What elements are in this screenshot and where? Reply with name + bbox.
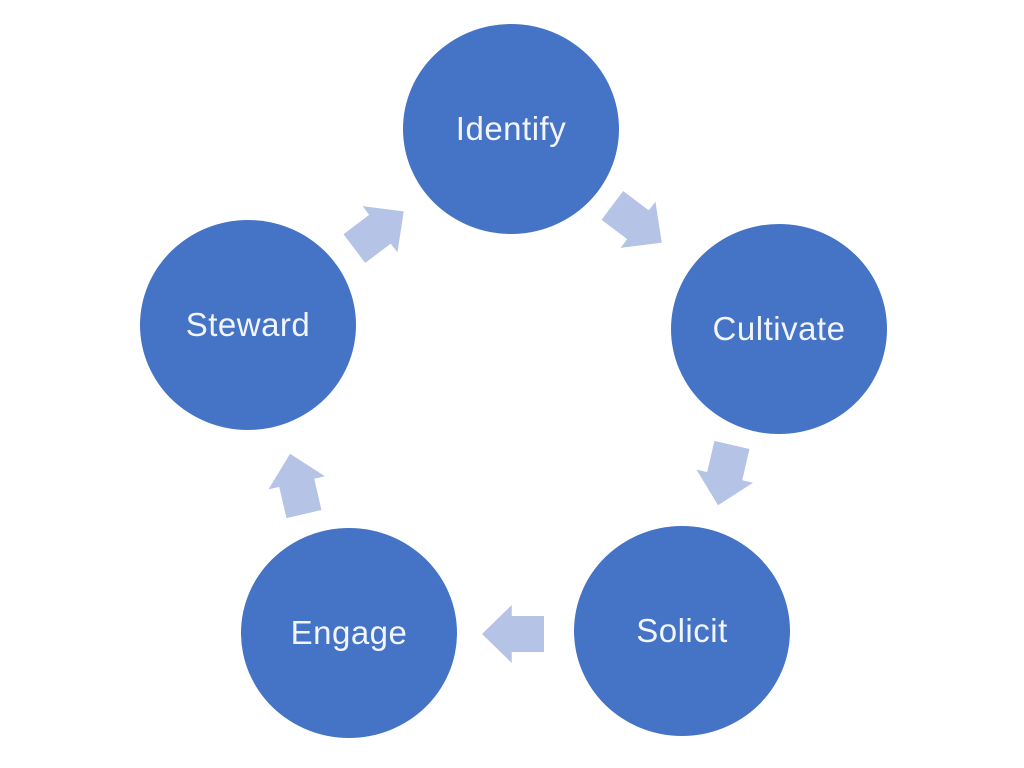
cycle-node-engage-label: Engage bbox=[290, 614, 408, 651]
arrow-cultivate-to-solicit-icon bbox=[690, 438, 760, 511]
cycle-node-solicit: Solicit bbox=[574, 526, 790, 736]
cycle-node-cultivate-label: Cultivate bbox=[712, 310, 846, 347]
cycle-node-engage: Engage bbox=[241, 528, 457, 738]
arrow-engage-to-steward-icon bbox=[262, 447, 332, 520]
cycle-node-identify: Identify bbox=[403, 24, 619, 234]
cycle-node-cultivate: Cultivate bbox=[671, 224, 887, 434]
cycle-node-steward-label: Steward bbox=[185, 306, 311, 343]
arrow-steward-to-identify-icon bbox=[337, 188, 421, 272]
arrow-solicit-to-engage-icon bbox=[482, 605, 544, 663]
cycle-node-steward: Steward bbox=[140, 220, 356, 430]
cycle-node-solicit-label: Solicit bbox=[636, 612, 728, 649]
cycle-node-identify-label: Identify bbox=[455, 110, 567, 147]
arrow-identify-to-cultivate-icon bbox=[595, 182, 679, 266]
